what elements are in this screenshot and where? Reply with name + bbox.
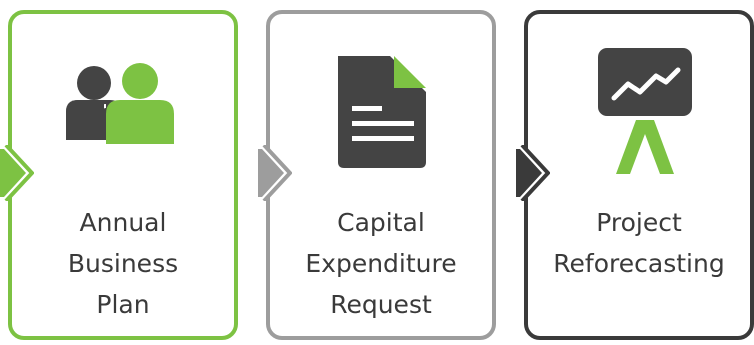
step-label-line: Project xyxy=(596,208,682,237)
chevron-right-icon xyxy=(0,145,34,201)
document-icon xyxy=(338,56,426,168)
step-label-project-reforecasting: Project Reforecasting xyxy=(528,202,750,284)
step-label-line: Reforecasting xyxy=(553,249,725,278)
step-card-annual-business-plan: Annual Business Plan xyxy=(8,10,238,340)
chevron-right-icon xyxy=(516,145,550,201)
step-label-line: Business xyxy=(67,249,179,278)
chevron-right-icon xyxy=(258,145,292,201)
step-label-line: Annual xyxy=(79,208,167,237)
step-label-line: Plan xyxy=(96,290,150,319)
step-card-project-reforecasting: Project Reforecasting xyxy=(524,10,754,340)
presentation-chart-icon xyxy=(598,48,692,174)
step-card-capital-expenditure-request: Capital Expenditure Request xyxy=(266,10,496,340)
step-label-annual-business-plan: Annual Business Plan xyxy=(12,202,234,325)
people-icon xyxy=(66,63,174,144)
step-label-line: Request xyxy=(330,290,432,319)
step-label-capital-expenditure-request: Capital Expenditure Request xyxy=(270,202,492,325)
step-label-line: Expenditure xyxy=(305,249,457,278)
step-label-line: Capital xyxy=(337,208,425,237)
